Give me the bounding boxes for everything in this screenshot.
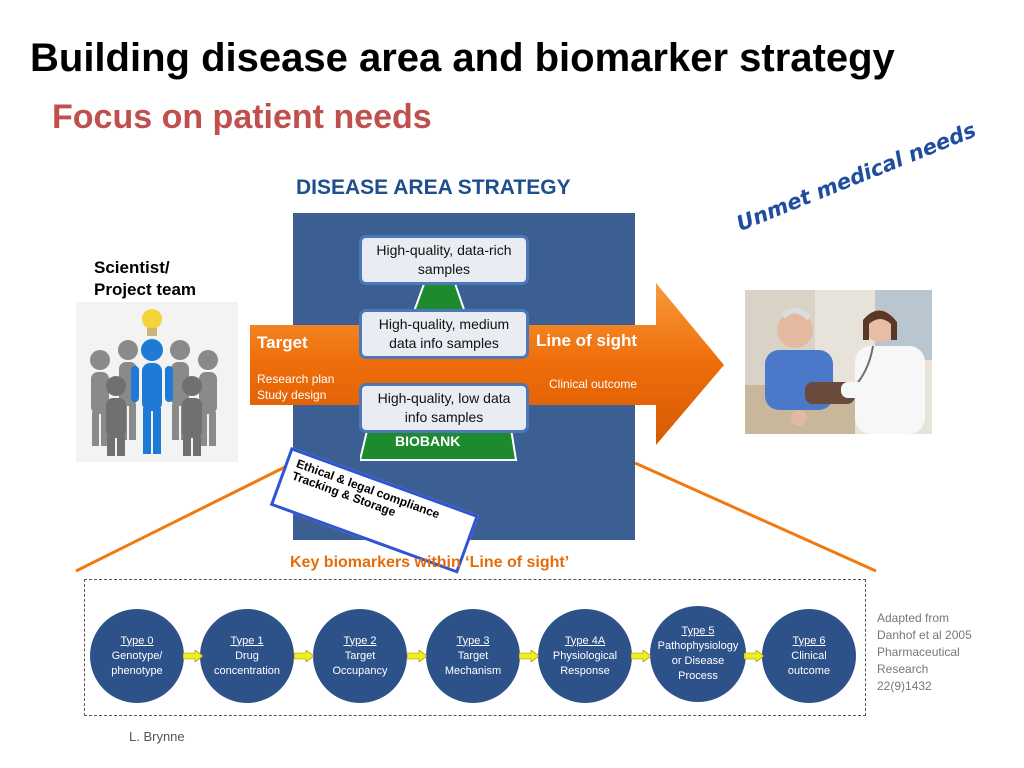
biomarker-line: Pathophysiology xyxy=(657,640,739,652)
biomarker-line: phenotype xyxy=(111,664,163,677)
sample-line: samples xyxy=(417,261,471,277)
biomarker-line: outcome xyxy=(787,664,831,677)
citation-line: Pharmaceutical xyxy=(877,645,960,659)
biomarker-line: Response xyxy=(560,664,610,677)
biomarker-type-link[interactable]: Type 5 xyxy=(681,625,715,637)
chevron-right-icon xyxy=(744,650,764,662)
biomarker-type-link[interactable]: Type 3 xyxy=(456,634,490,647)
biomarker-type-3: Type 3 Target Mechanism xyxy=(426,609,520,703)
lead-scientist-figure xyxy=(131,339,173,454)
sample-line: info samples xyxy=(404,409,484,425)
sample-line: data info samples xyxy=(389,335,499,351)
author-footer: L. Brynne xyxy=(129,729,185,744)
lightbulb-icon xyxy=(142,309,162,336)
project-team-image xyxy=(76,302,238,462)
citation-line: Research xyxy=(877,662,929,676)
biomarker-line: Target xyxy=(457,649,489,662)
sample-box-medium: High-quality, medium data info samples xyxy=(359,309,529,359)
citation-line: Danhof et al 2005 xyxy=(877,628,972,642)
biomarker-type-5: Type 5 Pathophysiology or Disease Proces… xyxy=(650,606,746,702)
citation-line: 22(9)1432 xyxy=(877,679,932,693)
patient-figure xyxy=(765,307,855,426)
funnel-line-left xyxy=(75,461,294,573)
slide-title: Building disease area and biomarker stra… xyxy=(30,36,895,80)
sample-line: High-quality, data-rich xyxy=(376,242,512,258)
key-biomarkers-label: Key biomarkers within ‘Line of sight’ xyxy=(290,554,570,571)
sample-box-data-rich: High-quality, data-rich samples xyxy=(359,235,529,285)
sample-line: High-quality, low data xyxy=(377,390,511,406)
biomarker-type-6: Type 6 Clinical outcome xyxy=(762,609,856,703)
biomarker-line: Clinical xyxy=(791,649,827,662)
biomarker-line: Target xyxy=(344,649,376,662)
biomarker-type-4a: Type 4A Physiological Response xyxy=(538,609,632,703)
biomarker-type-link[interactable]: Type 1 xyxy=(230,634,264,647)
slide-subtitle: Focus on patient needs xyxy=(52,98,432,136)
line-of-sight-subtext: Clinical outcome xyxy=(549,377,638,391)
chevron-right-icon xyxy=(631,650,651,662)
biomarker-type-link[interactable]: Type 2 xyxy=(343,634,377,647)
chevron-right-icon xyxy=(407,650,427,662)
biomarker-type-link[interactable]: Type 6 xyxy=(792,634,826,647)
biomarker-line: or Disease xyxy=(671,655,725,667)
biomarker-line: Mechanism xyxy=(444,664,502,677)
biomarker-type-2: Type 2 Target Occupancy xyxy=(313,609,407,703)
line-of-sight-title: Line of sight xyxy=(536,331,638,350)
biomarker-line: Genotype/ xyxy=(111,649,163,662)
biomarker-type-link[interactable]: Type 4A xyxy=(564,634,606,647)
scientist-label-line2: Project team xyxy=(94,280,197,299)
target-line1: Research plan xyxy=(257,372,335,386)
biomarker-line: Drug xyxy=(235,649,259,662)
citation-line: Adapted from xyxy=(877,611,950,625)
target-subtext: Research plan Study design xyxy=(257,371,334,403)
nurse-figure xyxy=(841,310,925,434)
scientist-label: Scientist/ Project team xyxy=(94,257,196,301)
biomarker-type-0: Type 0 Genotype/ phenotype xyxy=(90,609,184,703)
chevron-right-icon xyxy=(294,650,314,662)
chevron-right-icon xyxy=(183,650,203,662)
biomarker-line: Physiological xyxy=(552,649,618,662)
citation: Adapted from Danhof et al 2005 Pharmaceu… xyxy=(877,610,972,695)
chevron-right-icon xyxy=(519,650,539,662)
scientist-label-line1: Scientist/ xyxy=(94,258,170,277)
biomarker-type-1: Type 1 Drug concentration xyxy=(200,609,294,703)
sample-line: High-quality, medium xyxy=(378,316,510,332)
biomarker-line: Process xyxy=(678,670,718,682)
target-title: Target xyxy=(257,333,308,352)
biomarker-line: Occupancy xyxy=(332,664,388,677)
patient-photo xyxy=(745,290,932,434)
strategy-heading: DISEASE AREA STRATEGY xyxy=(296,176,571,199)
target-line2: Study design xyxy=(257,388,327,402)
biomarker-types-box xyxy=(84,579,866,716)
biobank-label: BIOBANK xyxy=(395,433,461,449)
biomarker-type-link[interactable]: Type 0 xyxy=(120,634,154,647)
funnel-line-right xyxy=(634,461,877,573)
biomarker-line: concentration xyxy=(213,664,281,677)
sample-box-low: High-quality, low data info samples xyxy=(359,383,529,433)
